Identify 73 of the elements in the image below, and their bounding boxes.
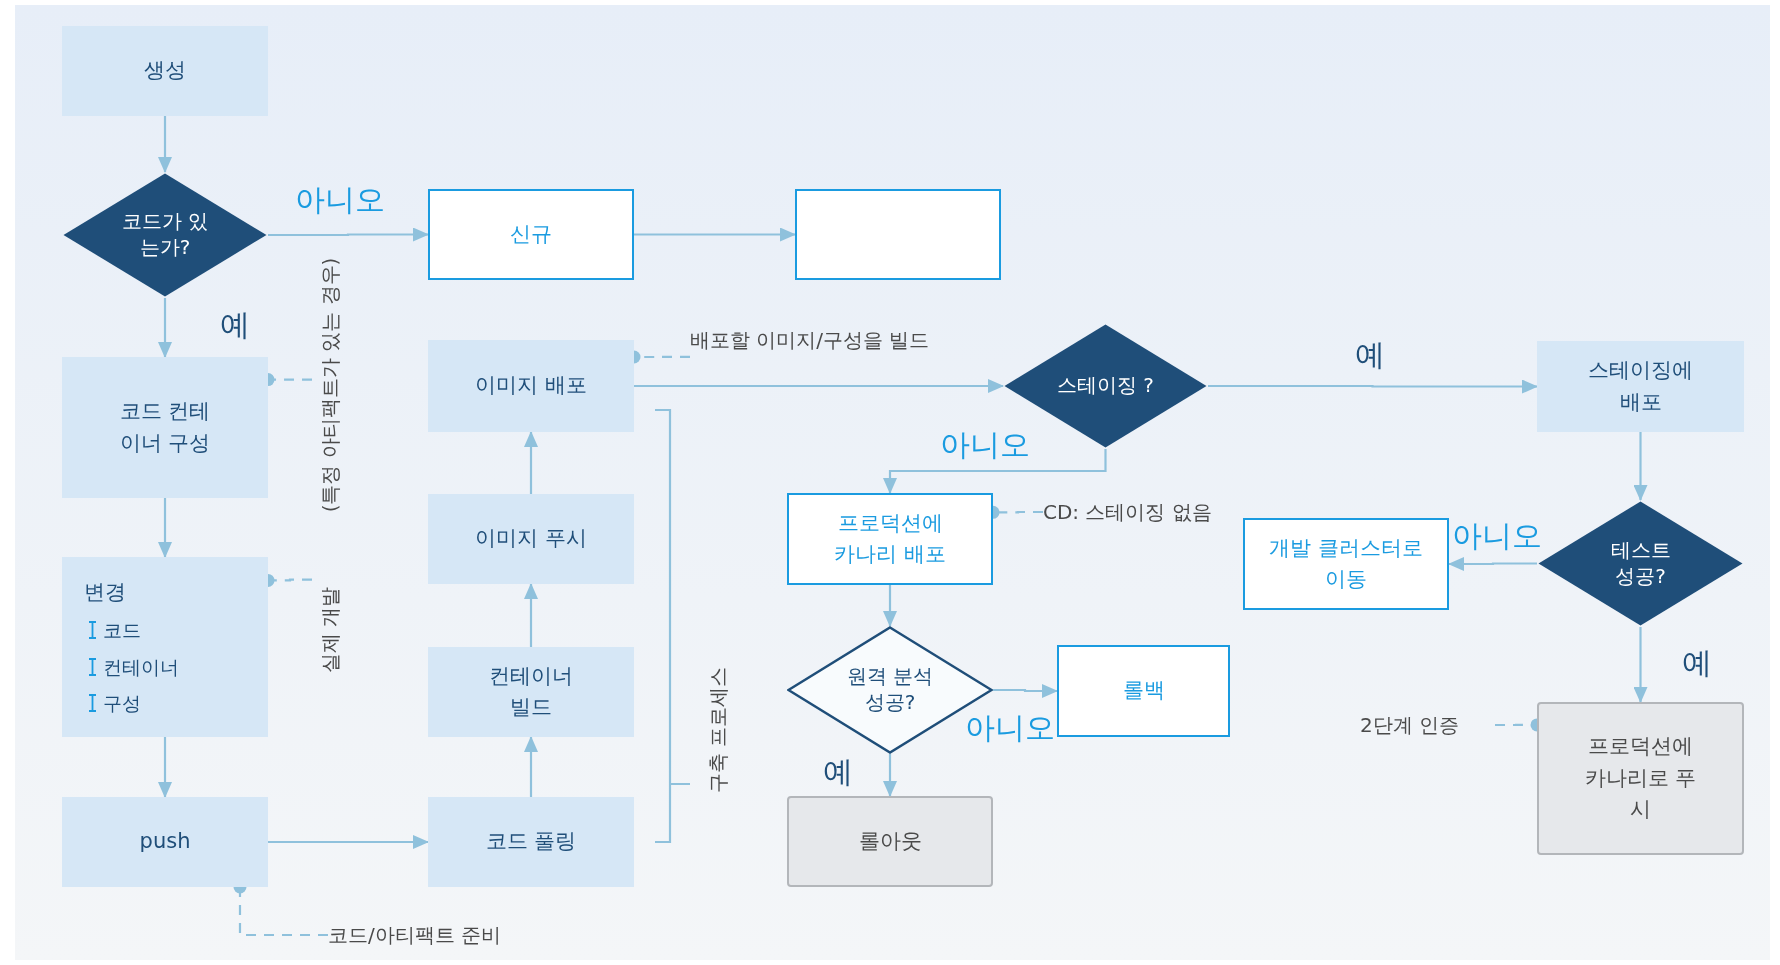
edge-label: 예 — [220, 310, 250, 340]
arrow — [883, 449, 1107, 494]
arrow — [524, 736, 538, 797]
step-label: 신규 — [510, 221, 552, 246]
process-box — [428, 189, 634, 280]
step-label: 코드가 있는가? — [121, 209, 209, 259]
process-note: 구축 프로세스 — [705, 665, 731, 796]
step-label: 이미지 푸시 — [475, 526, 587, 551]
decision-diamond — [62, 172, 268, 298]
edge-label: 예 — [1355, 340, 1385, 370]
arrow — [1633, 627, 1648, 703]
arrow — [1208, 379, 1538, 394]
callout-text: 코드/아티팩트 준비 — [328, 920, 548, 950]
edge-label: 아니오 — [965, 713, 1055, 743]
step-label: 코드 컨테이너 구성 — [119, 399, 211, 455]
callout-text: 2단계 인증 — [1360, 710, 1495, 740]
process-box — [428, 340, 634, 432]
step-label: 컨테이너 빌드 — [489, 663, 573, 719]
edge-label: 예 — [823, 757, 853, 787]
edge-label: 아니오 — [295, 185, 385, 215]
process-box — [62, 357, 268, 498]
step-label: 변경 — [84, 578, 126, 606]
callout-text: 배포할 이미지/구성을 빌드 — [690, 312, 980, 368]
callout-text: CD: 스테이징 없음 — [1043, 498, 1243, 526]
process-box — [62, 797, 268, 887]
step-label: 스테이징 ? — [1057, 373, 1154, 397]
edge-label: 아니오 — [940, 430, 1030, 460]
process-box — [428, 797, 634, 887]
callout-text: (특정 아티팩트가 있는 경우) — [312, 250, 348, 520]
step-label: 롤아웃 — [858, 828, 922, 853]
process-box — [1537, 341, 1744, 432]
arrow — [993, 684, 1058, 698]
arrow — [634, 227, 796, 242]
process-box — [787, 493, 993, 585]
edge-label: 예 — [1682, 648, 1712, 678]
arrow — [634, 379, 1004, 393]
step-label: 원격 분석 성공? — [846, 664, 934, 714]
process-box — [1057, 645, 1230, 737]
process-box — [62, 26, 268, 116]
arrow — [158, 116, 172, 173]
step-label: 테스트 성공? — [1610, 537, 1671, 588]
process-box — [428, 647, 634, 737]
step-label: 스테이징에 배포 — [1588, 358, 1693, 414]
callout-text: 실제 개발 — [312, 560, 348, 700]
step-label: 개발 클러스터로 이동 — [1269, 535, 1423, 591]
arrow — [883, 754, 897, 797]
step-label: push — [139, 829, 191, 854]
process-box — [62, 557, 268, 737]
arrow — [158, 298, 172, 358]
arrow — [268, 227, 429, 242]
arrow — [524, 431, 538, 494]
outcome-box — [1537, 702, 1744, 855]
step-label: 롤백 — [1122, 678, 1165, 703]
arrow — [158, 737, 172, 798]
process-box — [428, 494, 634, 584]
list-item: 코드 — [103, 618, 141, 643]
process-box — [795, 189, 1001, 280]
step-label: 프로덕션에 카나리 배포 — [834, 510, 946, 566]
arrow — [1633, 432, 1648, 501]
edge-label: 아니오 — [1452, 521, 1542, 551]
arrow — [158, 498, 172, 558]
step-label: 생성 — [144, 58, 186, 83]
arrow — [1448, 557, 1537, 571]
arrow — [268, 835, 429, 849]
list-item: 컨테이너 — [103, 654, 179, 680]
process-box — [1243, 518, 1449, 610]
list-item: 구성 — [103, 691, 141, 716]
step-label: 프로덕션에 카나리로 푸시 — [1584, 734, 1697, 822]
step-label: 코드 풀링 — [485, 829, 577, 854]
arrow — [883, 585, 897, 627]
outcome-box — [787, 796, 993, 887]
step-label: 이미지 배포 — [475, 373, 587, 398]
arrow — [524, 583, 538, 647]
